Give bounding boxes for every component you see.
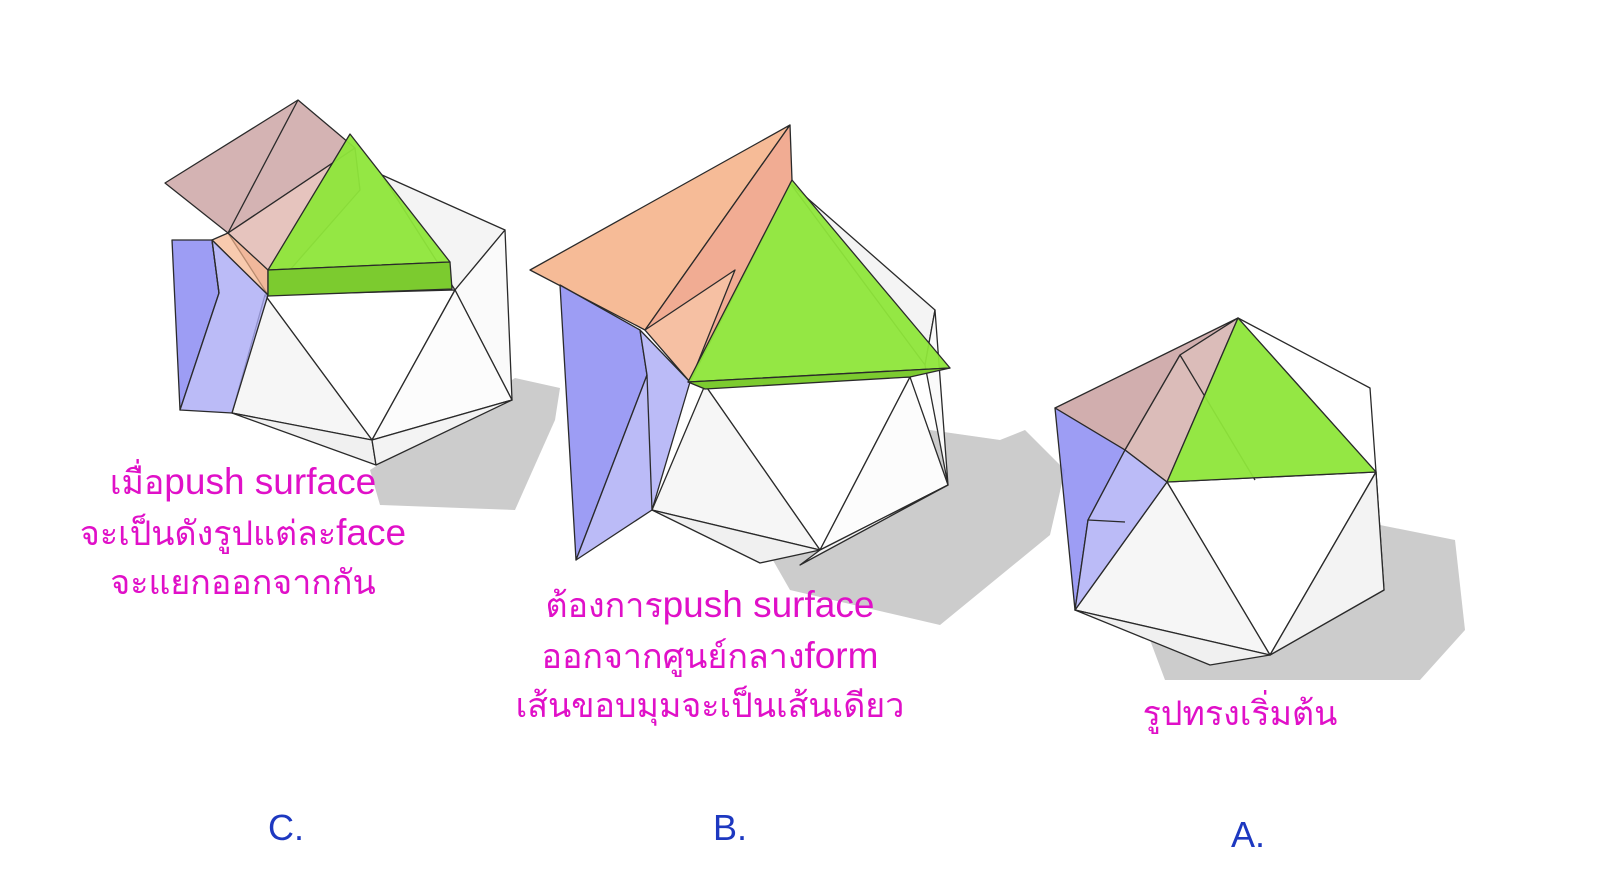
figure-c-edge: [211, 239, 220, 294]
figure-c-caption-line-3: จะแยกออกจากกัน: [110, 563, 376, 603]
figure-c-caption: เมื่อpush surface จะเป็นดังรูปแต่ละface …: [58, 457, 428, 608]
caption-latin-text: face: [336, 512, 407, 553]
figure-b-body-face: [651, 509, 821, 564]
caption-thai-text: เมื่อ: [109, 463, 165, 503]
caption-latin-text: form: [804, 635, 879, 676]
figure-a-blue-face-side: [1074, 449, 1168, 611]
figure-c-caption-line-2: จะเป็นดังรูปแต่ละface: [58, 508, 428, 559]
figure-a-body-face: [1074, 609, 1271, 666]
caption-thai-text: จะเป็นดังรูปแต่ละ: [79, 514, 337, 554]
figure-c-label: C.: [268, 807, 304, 848]
shadow-figure-b: [770, 430, 1065, 625]
figure-b-label: B.: [713, 807, 748, 848]
figure-c-solid: [164, 99, 513, 466]
figure-b-caption-line-1: ต้องการpush surface: [505, 580, 915, 631]
figure-a-caption: รูปทรงเริ่มต้น: [1130, 690, 1350, 739]
figure-b-edge: [646, 374, 653, 511]
figure-a-green-face: [1166, 317, 1377, 483]
caption-thai-text: ออกจากศูนย์กลาง: [541, 637, 805, 677]
figure-b-caption: ต้องการpush surface ออกจากศูนย์กลางform …: [505, 580, 915, 731]
figure-a-edge: [1087, 519, 1126, 523]
figure-b-body-face: [799, 484, 949, 566]
figure-a-solid: [1054, 317, 1385, 666]
caption-thai-text: ต้องการ: [545, 586, 663, 626]
figure-a-caption-line-1: รูปทรงเริ่มต้น: [1142, 694, 1338, 734]
figure-b-solid: [529, 124, 951, 566]
shadow-figure-c: [370, 378, 560, 510]
figure-a-body-face: [1269, 471, 1385, 656]
figure-b-orange-face-fold: [644, 269, 736, 383]
caption-latin-text: push surface: [662, 584, 875, 625]
figure-c-edge: [227, 99, 299, 234]
figure-a-label: A.: [1231, 814, 1266, 855]
figure-b-caption-line-2: ออกจากศูนย์กลางform: [505, 631, 915, 682]
caption-latin-text: push surface: [164, 461, 377, 502]
figure-c-caption-line-1: เมื่อpush surface: [58, 457, 428, 508]
figure-b-caption-line-3: เส้นขอบมุมจะเป็นเส้นเดียว: [515, 686, 905, 726]
figure-c-green-face-edge: [267, 261, 453, 297]
figure-b-green-face-edge: [687, 367, 951, 390]
figure-b-blue-face-side: [575, 329, 691, 561]
figure-c-body-face: [371, 399, 513, 466]
